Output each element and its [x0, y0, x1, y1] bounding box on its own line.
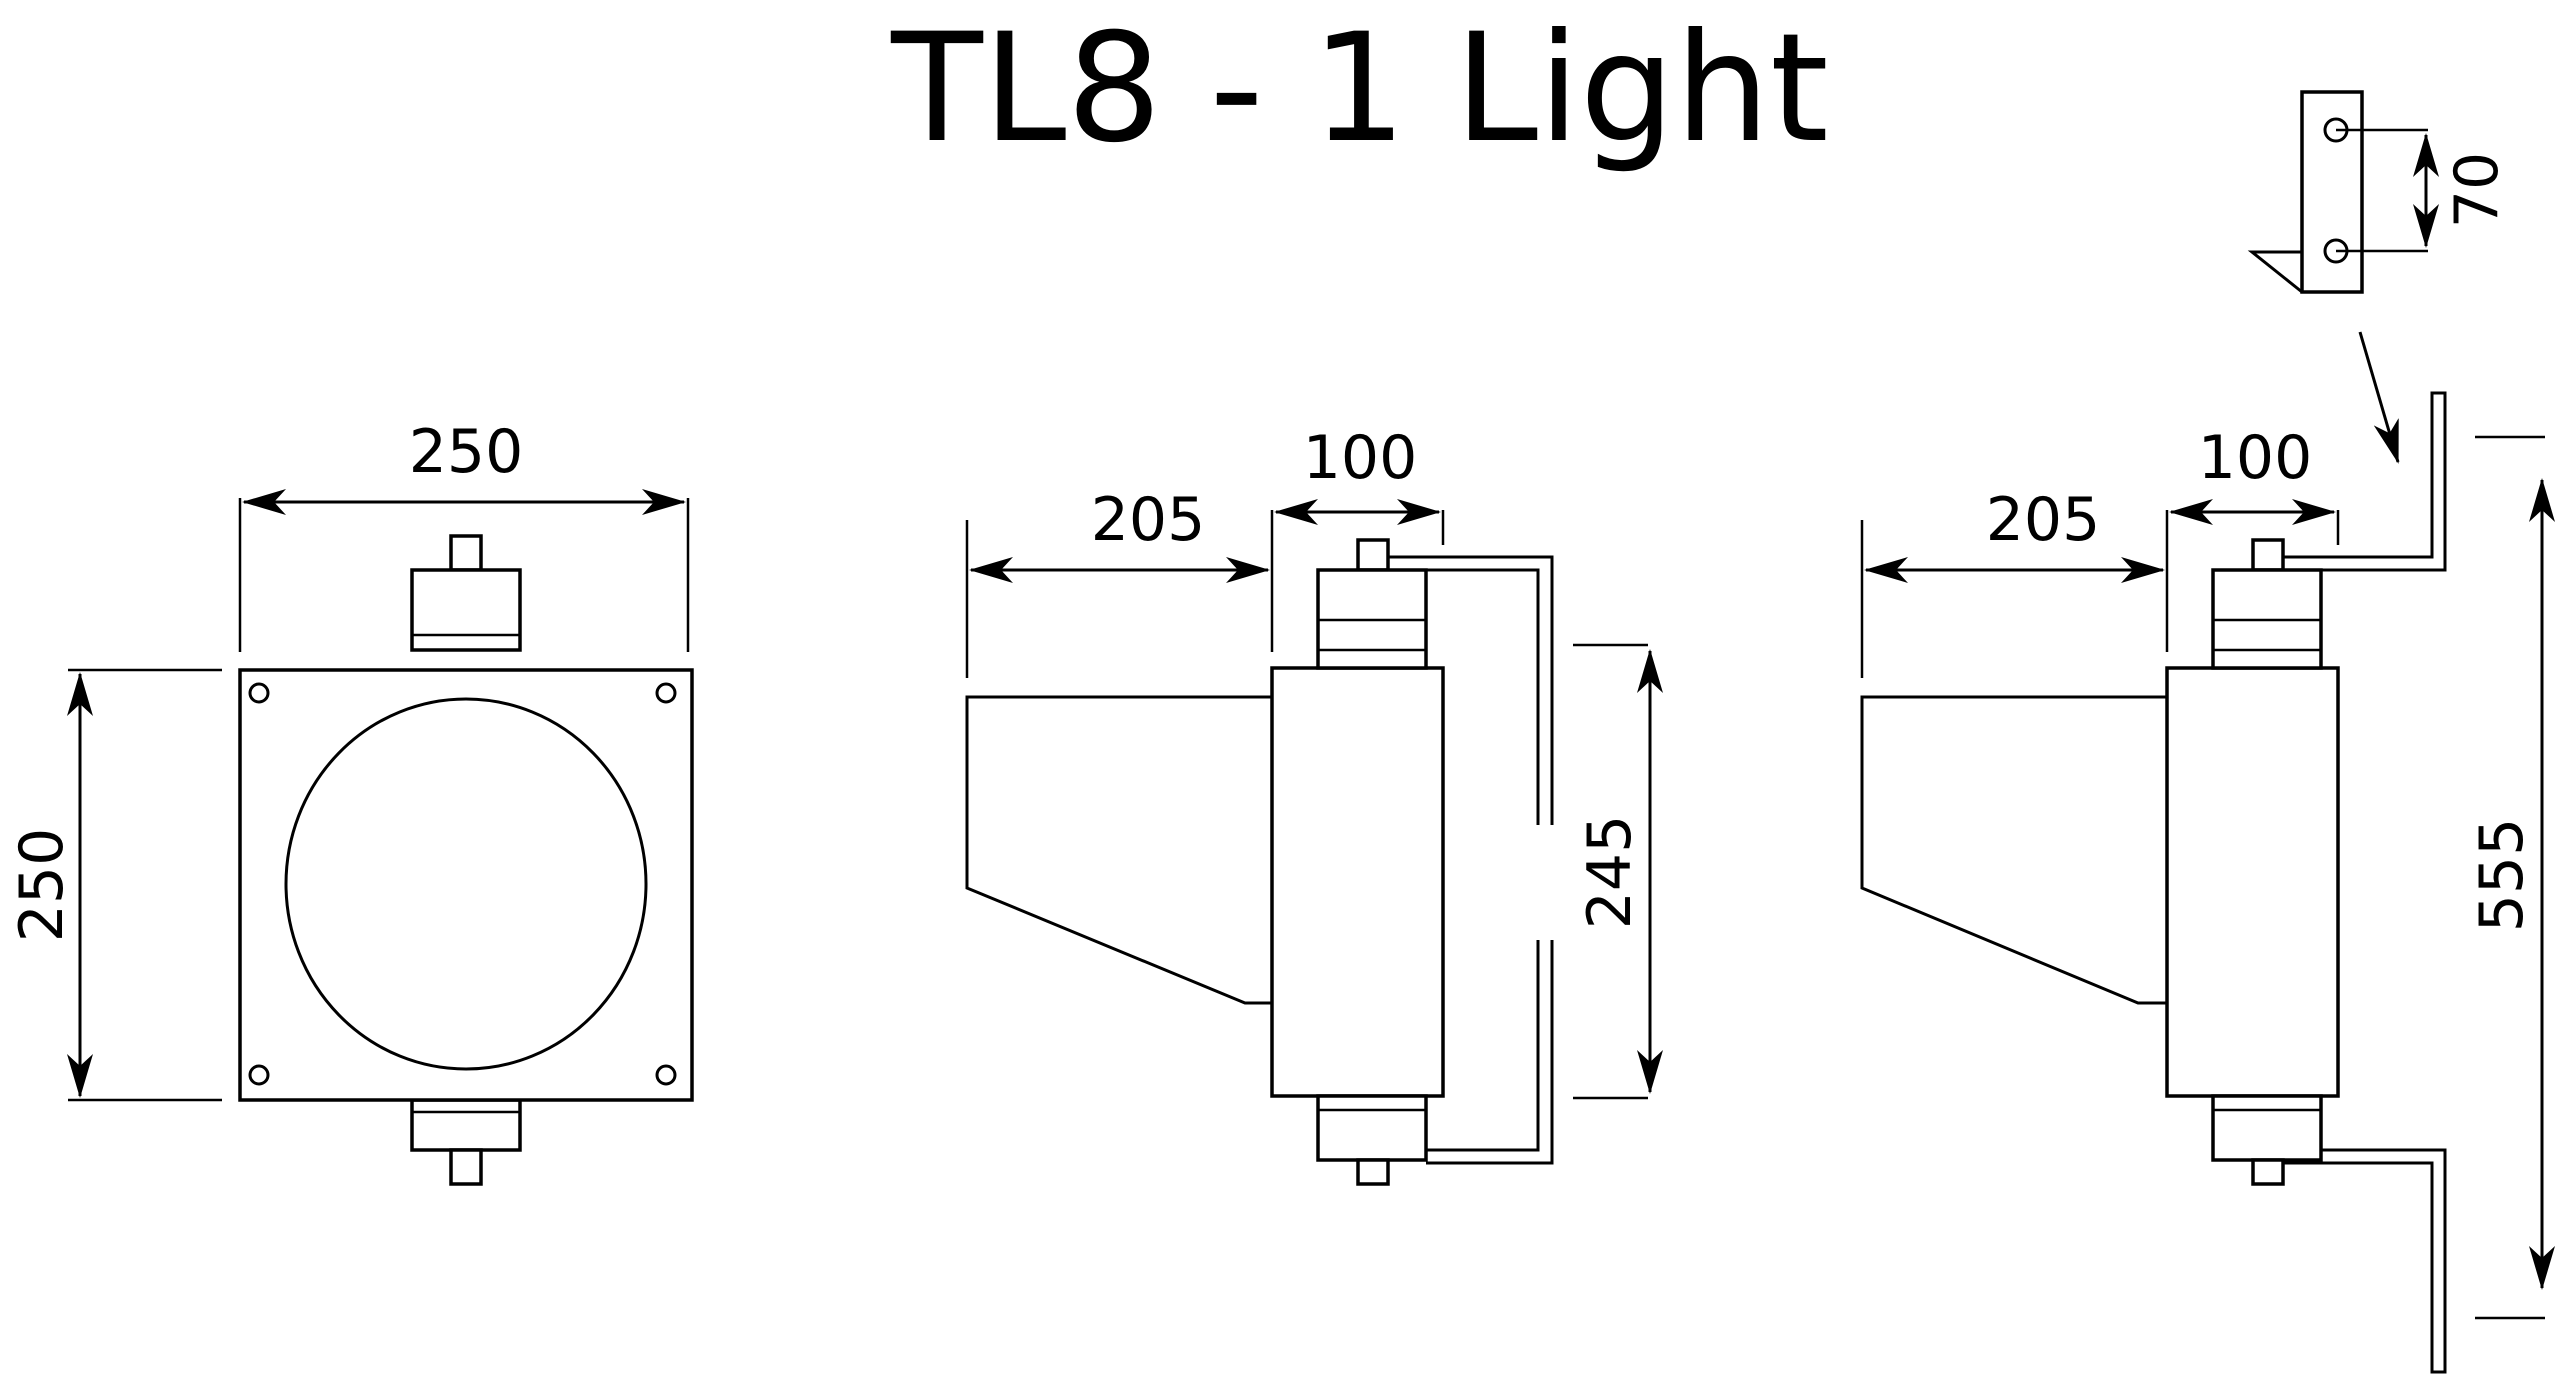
front-faceplate	[238, 668, 694, 1102]
drawing-title: TL8 - 1 Light	[890, 2, 1829, 176]
front-bottom-cap	[410, 1098, 522, 1152]
corner-hole-tr	[655, 682, 677, 704]
wall-bracket-label: 555	[2467, 818, 2537, 933]
front-lens	[284, 697, 648, 1071]
pole-bottom-pin	[1356, 1158, 1390, 1186]
corner-hole-br	[655, 1064, 677, 1086]
detail-spacing-label: 70	[2442, 152, 2512, 228]
wall-body-label: 100	[2198, 423, 2313, 493]
wall-bracket	[2283, 391, 2447, 1374]
pole-body	[1270, 666, 1445, 1098]
side-view-pole: 205 100 245	[965, 423, 1663, 1186]
front-bottom-pin	[449, 1148, 483, 1186]
front-height-label: 250	[7, 828, 77, 943]
pole-bracket-label: 245	[1575, 815, 1645, 930]
pole-depth-label: 205	[1091, 485, 1206, 555]
pole-body-label: 100	[1303, 423, 1418, 493]
bracket-detail: 70	[2247, 90, 2512, 464]
side-view-wall: 205 100 555	[1860, 391, 2555, 1374]
detail-plate	[2300, 90, 2364, 294]
detail-flange	[2247, 250, 2303, 294]
front-view: 250 250	[7, 417, 694, 1186]
corner-hole-bl	[248, 1064, 270, 1086]
wall-top-pin	[2251, 538, 2285, 572]
wall-depth-label: 205	[1986, 485, 2101, 555]
front-top-pin	[449, 534, 483, 572]
wall-bottom-cap	[2211, 1094, 2323, 1162]
front-width-label: 250	[409, 417, 524, 487]
pole-visor	[965, 695, 1272, 1005]
front-top-cap	[410, 568, 522, 652]
corner-hole-tl	[248, 682, 270, 704]
pole-top-pin	[1356, 538, 1390, 572]
wall-bottom-pin	[2251, 1158, 2285, 1186]
pole-bottom-cap	[1316, 1094, 1428, 1162]
pole-bracket	[1388, 555, 1554, 1165]
detail-leader-arrow	[2358, 331, 2400, 464]
wall-visor	[1860, 695, 2167, 1005]
wall-body	[2165, 666, 2340, 1098]
